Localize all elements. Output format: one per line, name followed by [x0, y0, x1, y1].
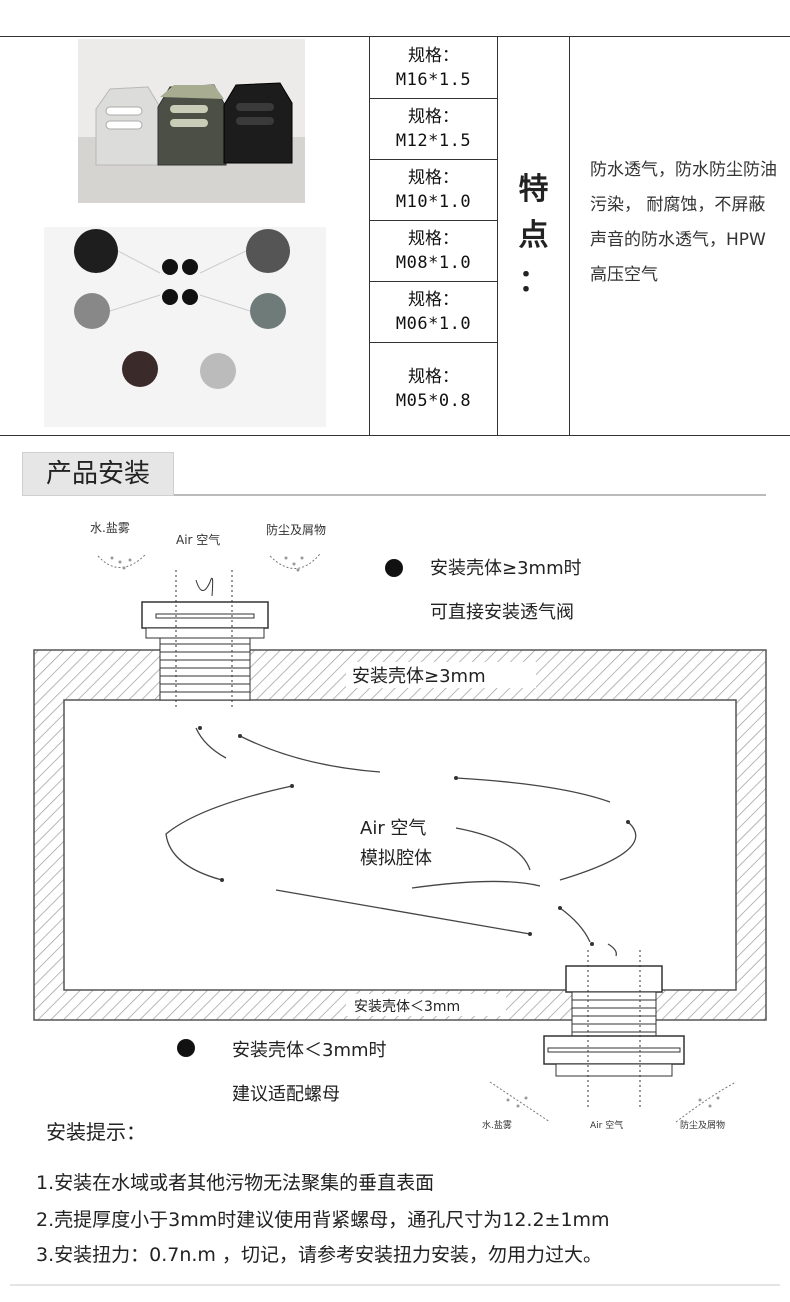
feature-char: 特: [518, 172, 549, 207]
product-images-cell: [0, 37, 370, 435]
spec-label: 规格：: [408, 366, 459, 387]
shell-thin-label: 安装壳体＜3mm: [354, 998, 460, 1015]
small-air-label: Air 空气: [590, 1119, 623, 1131]
spec-row: 规格： M10*1.0: [370, 159, 497, 221]
small-water-label: 水.盐雾: [482, 1119, 512, 1131]
install-tips-title: 安装提示：: [46, 1120, 146, 1144]
bullet-icon: [177, 1039, 195, 1057]
vent-plugs-photo: [78, 39, 305, 203]
spec-value: M16*1.5: [395, 69, 472, 90]
spec-label: 规格：: [408, 106, 459, 127]
airflow-arrows: [165, 727, 637, 957]
enclosure-shell: [33, 649, 767, 1021]
application-collage: [44, 227, 326, 427]
top-labels: 水.盐雾 Air 空气 防尘及屑物: [90, 521, 326, 572]
spec-column: 规格： M16*1.5 规格： M12*1.5 规格： M10*1.0 规格： …: [370, 37, 498, 435]
install-tip: 1.安装在水域或者其他污物无法聚集的垂直表面: [36, 1172, 435, 1194]
product-photos: [44, 39, 326, 427]
feature-description: 防水透气，防水防尘防油污染， 耐腐蚀，不屏蔽声音的防水透气，HPW高压空气: [590, 160, 777, 285]
water-salt-fog-label: 水.盐雾: [90, 521, 130, 535]
note2-line2: 建议适配螺母: [232, 1084, 340, 1105]
heading-divider: [174, 494, 766, 496]
cavity-label-line1: Air 空气: [360, 818, 426, 839]
air-label: Air 空气: [176, 532, 220, 547]
spec-row: 规格： M05*0.8: [370, 342, 497, 435]
bottom-divider: [10, 1284, 780, 1286]
feature-char: 点: [518, 218, 549, 253]
spec-table: 规格： M16*1.5 规格： M12*1.5 规格： M10*1.0 规格： …: [0, 36, 790, 436]
feature-label: 特 点 ：: [498, 37, 570, 435]
spec-row: 规格： M08*1.0: [370, 220, 497, 282]
spec-label: 规格：: [408, 289, 459, 310]
dust-label: 防尘及屑物: [266, 522, 326, 537]
install-diagram: 水.盐雾 Air 空气 防尘及屑物 安装壳体≥3mm时 可直接安装透气阀 安装壳…: [33, 521, 767, 1131]
spec-value: M05*0.8: [395, 390, 472, 411]
small-dust-label: 防尘及屑物: [680, 1119, 725, 1131]
spec-value: M06*1.0: [395, 313, 472, 334]
spec-value: M08*1.0: [395, 252, 472, 273]
spec-value: M12*1.5: [395, 130, 472, 151]
cavity-label-line2: 模拟腔体: [360, 848, 432, 869]
spec-value: M10*1.0: [395, 191, 472, 212]
spec-row: 规格： M16*1.5: [370, 37, 497, 99]
install-tip: 2.壳提厚度小于3mm时建议使用背紧螺母，通孔尺寸为12.2±1mm: [36, 1209, 610, 1231]
spec-label: 规格：: [408, 45, 459, 66]
top-vent-valve: [141, 570, 269, 710]
install-heading: 产品安装: [22, 452, 174, 496]
bottom-labels: 水.盐雾 Air 空气 防尘及屑物: [482, 1081, 737, 1131]
bullet-icon: [385, 559, 403, 577]
note1-line2: 可直接安装透气阀: [430, 602, 574, 623]
shell-thick-label: 安装壳体≥3mm: [352, 666, 486, 687]
spec-row: 规格： M12*1.5: [370, 98, 497, 160]
spec-row: 规格： M06*1.0: [370, 281, 497, 343]
spec-label: 规格：: [408, 228, 459, 249]
note2-line1: 安装壳体＜3mm时: [232, 1040, 387, 1061]
spec-label: 规格：: [408, 167, 459, 188]
note1-line1: 安装壳体≥3mm时: [430, 558, 582, 579]
bottom-vent-valve: [543, 950, 685, 1110]
feature-char: ：: [518, 264, 549, 299]
install-tip: 3.安装扭力：0.7n.m ，切记，请参考安装扭力安装，勿用力过大。: [36, 1244, 602, 1266]
